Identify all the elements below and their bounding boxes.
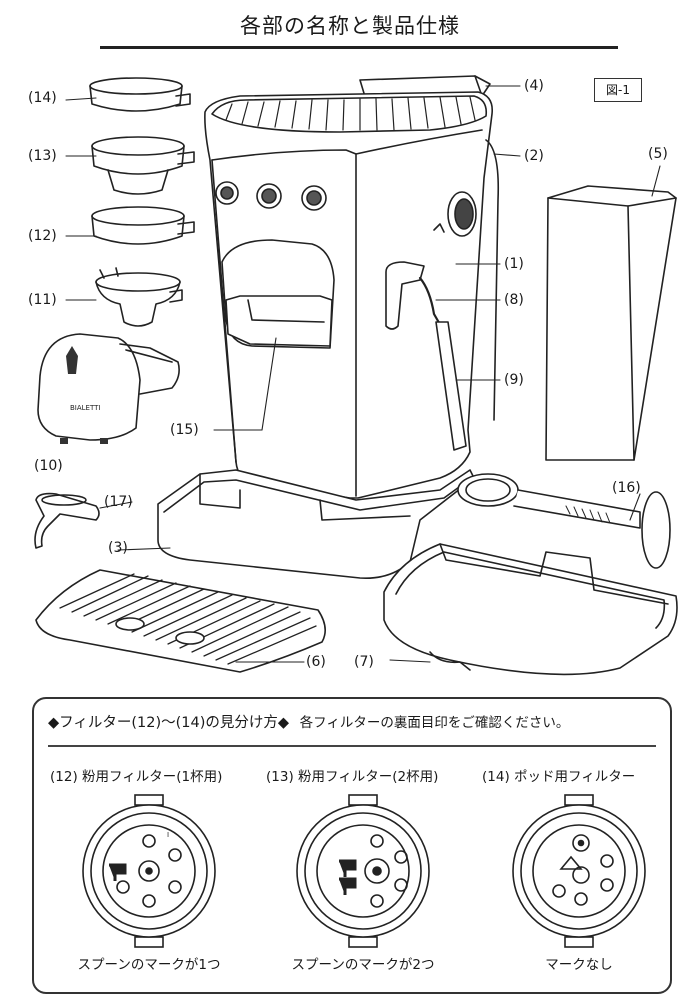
svg-text:I: I	[167, 831, 169, 839]
brand-logo: BIALETTI	[70, 404, 100, 412]
page-title: 各部の名称と製品仕様	[240, 14, 460, 38]
filter-guide-panel: ◆フィルター(12)〜(14)の見分け方◆ 各フィルターの裏面目印をご確認くださ…	[32, 697, 672, 994]
title-underline	[100, 46, 618, 49]
filter-12-bottom-view: I	[82, 794, 216, 948]
part-17	[34, 492, 100, 549]
panel-divider	[48, 745, 656, 747]
callout-15: (15)	[170, 422, 199, 438]
callout-9: (9)	[504, 372, 524, 388]
panel-heading-title: ◆フィルター(12)〜(14)の見分け方◆	[48, 715, 290, 731]
drip-grid	[35, 569, 326, 673]
drip-tray	[157, 469, 475, 579]
filter-caption-14: (14) ポッド用フィルター	[482, 769, 636, 785]
filter-caption-13: (13) 粉用フィルター(2杯用)	[266, 769, 439, 785]
machine-illustration: BIALETTI	[34, 75, 678, 676]
callout-4: (4)	[524, 78, 544, 94]
filter-bottom-views: I	[82, 794, 646, 948]
callout-13: (13)	[28, 148, 57, 164]
filter-mark-14: マークなし	[545, 957, 613, 973]
measuring-spoon	[457, 473, 671, 569]
filter-13-bottom-view	[296, 794, 430, 948]
machine-body	[204, 91, 500, 499]
callout-17: (17)	[104, 494, 133, 510]
filter-caption-12: (12) 粉用フィルター(1杯用)	[50, 769, 223, 785]
filter-holder-11	[95, 267, 183, 327]
callout-14: (14)	[28, 90, 57, 106]
callout-11: (11)	[28, 292, 57, 308]
figure-label: 図-1	[594, 78, 642, 102]
filter-14	[89, 77, 191, 112]
callout-3: (3)	[108, 540, 128, 556]
filter-13	[91, 136, 195, 195]
portafilter-10: BIALETTI	[37, 333, 180, 444]
callout-12: (12)	[28, 228, 57, 244]
callout-16: (16)	[612, 480, 641, 496]
filter-mark-13: スプーンのマークが2つ	[291, 957, 435, 973]
callout-5: (5)	[648, 146, 668, 162]
filter-mark-12: スプーンのマークが1つ	[77, 957, 221, 973]
callout-8: (8)	[504, 292, 524, 308]
filter-12	[91, 206, 195, 245]
waste-tray	[383, 543, 678, 676]
callout-2: (2)	[524, 148, 544, 164]
callout-6: (6)	[306, 654, 326, 670]
water-tank	[545, 185, 677, 461]
filter-14-bottom-view	[512, 794, 646, 948]
callout-7: (7)	[354, 654, 374, 670]
callout-1: (1)	[504, 256, 524, 272]
panel-heading: ◆フィルター(12)〜(14)の見分け方◆ 各フィルターの裏面目印をご確認くださ…	[48, 711, 569, 732]
panel-heading-note: 各フィルターの裏面目印をご確認ください。	[299, 715, 570, 731]
callout-10: (10)	[34, 458, 63, 474]
